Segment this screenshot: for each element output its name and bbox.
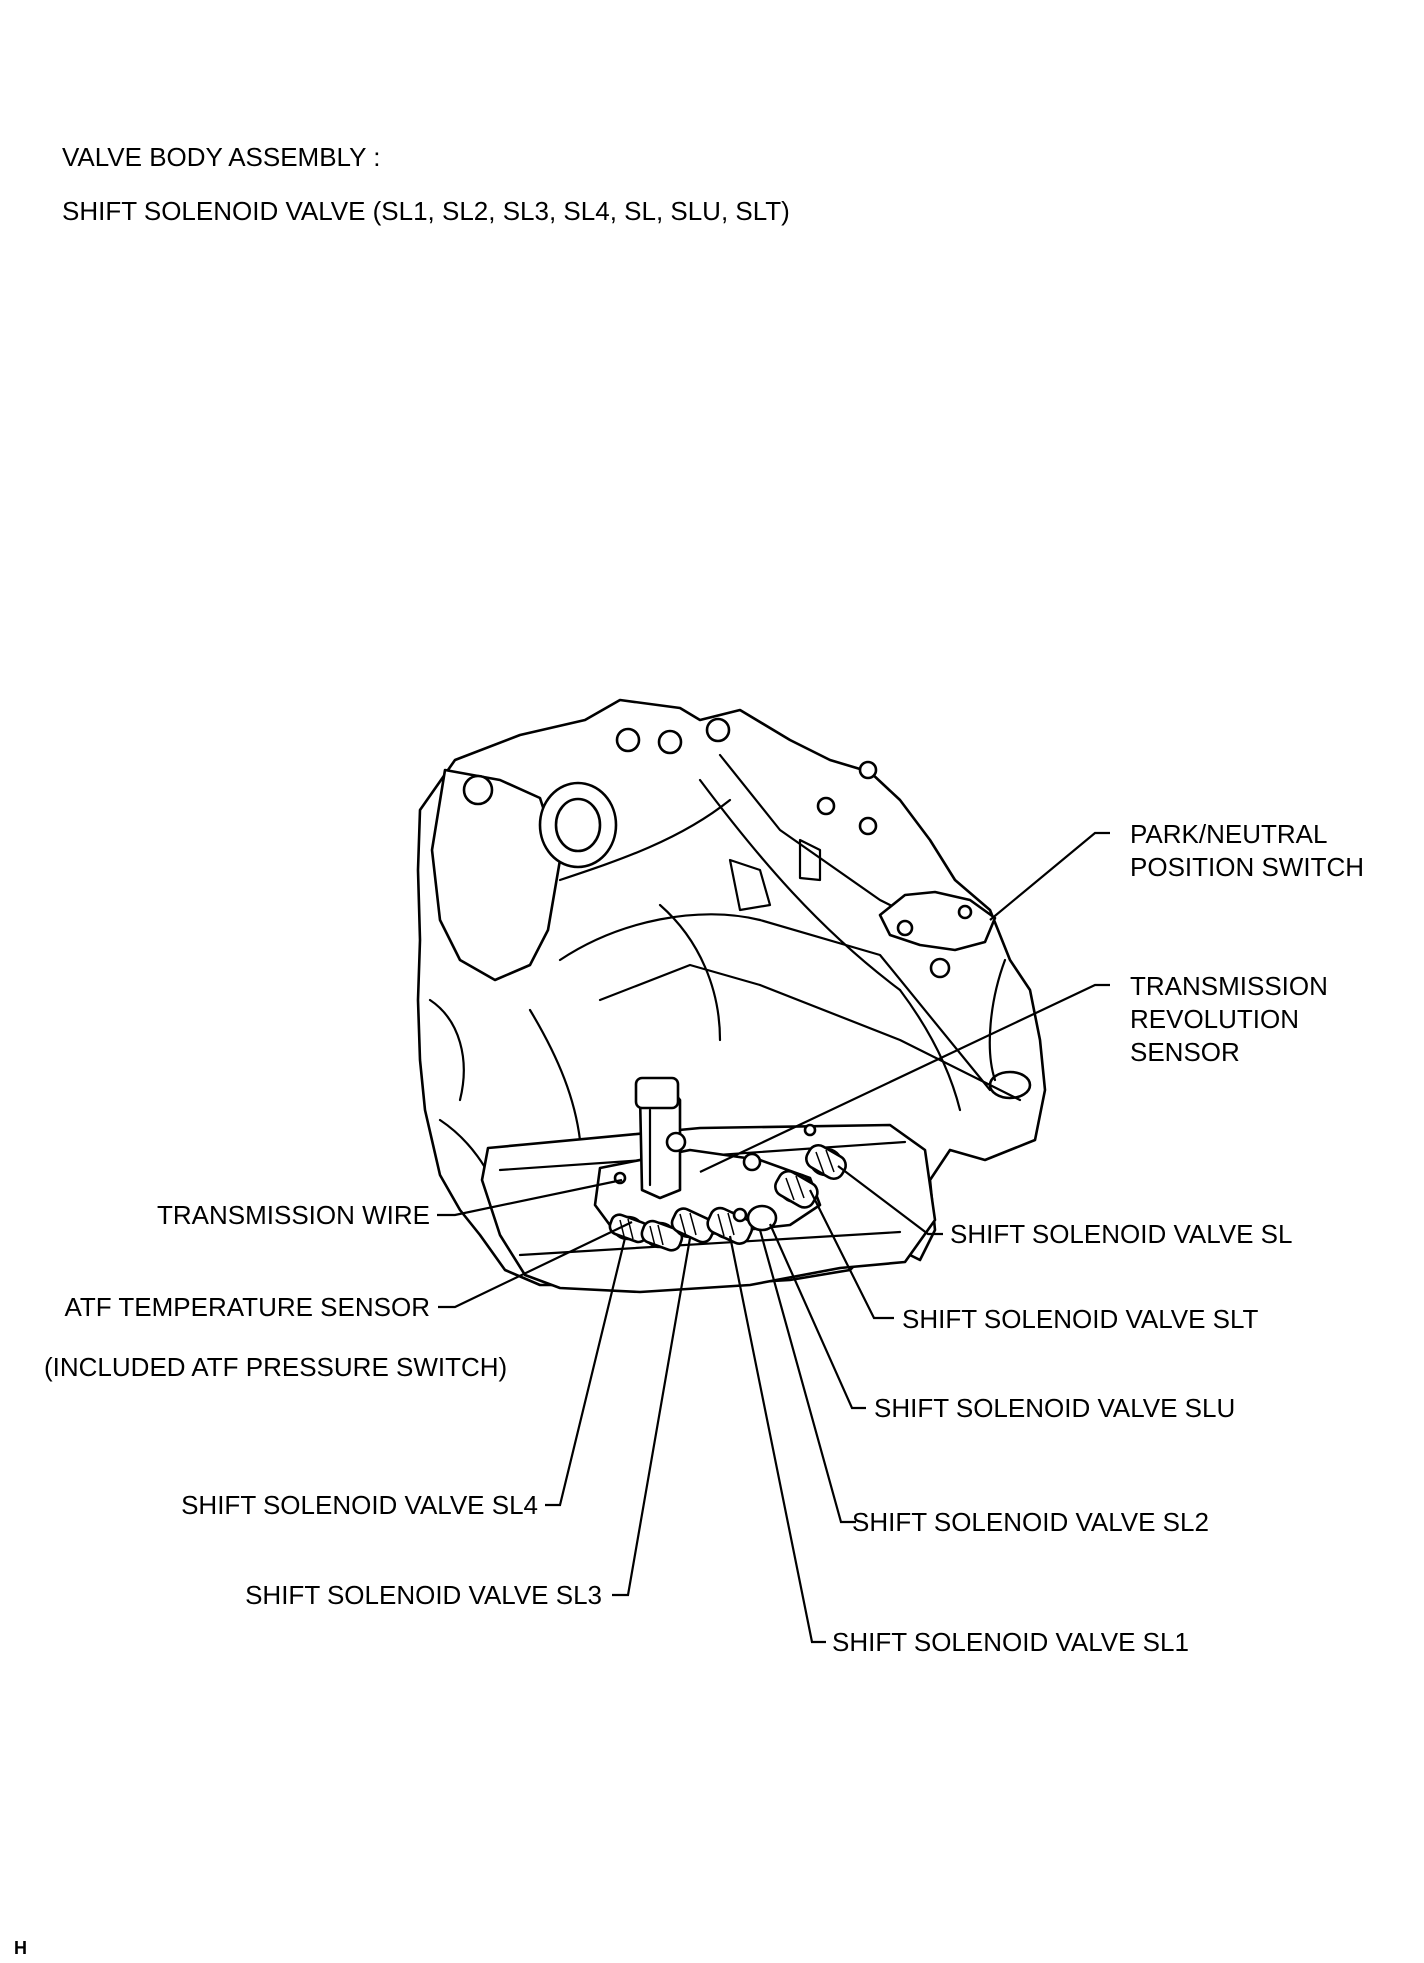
label-park-neutral-line2: POSITION SWITCH bbox=[1130, 852, 1364, 882]
label-trans-rev-line1: TRANSMISSION bbox=[1130, 971, 1328, 1001]
label-trans-rev-line3: SENSOR bbox=[1130, 1037, 1240, 1067]
label-solenoid-sl4: SHIFT SOLENOID VALVE SL4 bbox=[181, 1490, 538, 1520]
label-solenoid-sl1: SHIFT SOLENOID VALVE SL1 bbox=[832, 1627, 1189, 1657]
label-trans-rev-line2: REVOLUTION bbox=[1130, 1004, 1300, 1034]
label-solenoid-sl: SHIFT SOLENOID VALVE SL bbox=[950, 1219, 1293, 1249]
illustration-code: H bbox=[14, 1938, 27, 1958]
diagram-subtitle: SHIFT SOLENOID VALVE (SL1, SL2, SL3, SL4… bbox=[62, 196, 790, 226]
diagram-title: VALVE BODY ASSEMBLY : bbox=[62, 142, 381, 172]
leader-lines bbox=[437, 831, 1110, 1644]
label-solenoid-slt: SHIFT SOLENOID VALVE SLT bbox=[902, 1304, 1259, 1334]
label-park-neutral-line1: PARK/NEUTRAL bbox=[1130, 819, 1328, 849]
label-solenoid-sl2: SHIFT SOLENOID VALVE SL2 bbox=[852, 1507, 1209, 1537]
label-atf-temperature-sensor: ATF TEMPERATURE SENSOR bbox=[64, 1292, 431, 1322]
label-solenoid-slu: SHIFT SOLENOID VALVE SLU bbox=[874, 1393, 1236, 1423]
label-solenoid-sl3: SHIFT SOLENOID VALVE SL3 bbox=[245, 1580, 602, 1610]
label-transmission-wire: TRANSMISSION WIRE bbox=[156, 1200, 430, 1230]
label-atf-pressure-switch: (INCLUDED ATF PRESSURE SWITCH) bbox=[44, 1352, 508, 1382]
